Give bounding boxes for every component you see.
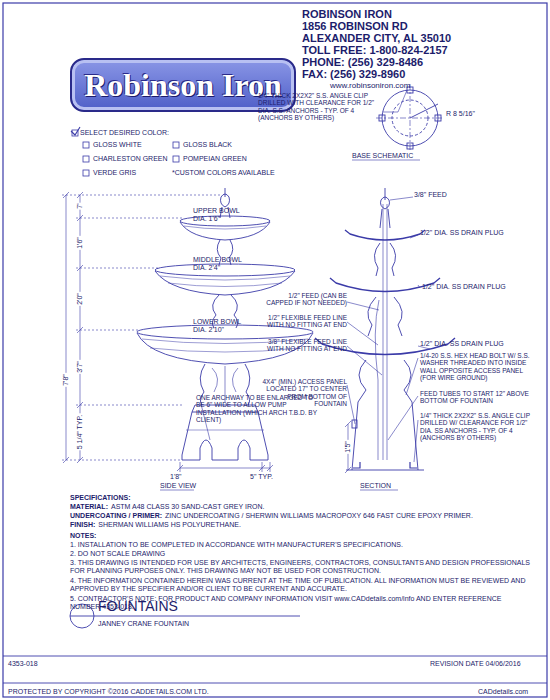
label-text: TOLL FREE: 1-800-824-2157 [302,44,448,57]
label-text: 5" TYP. [250,473,273,481]
label-text: PHONE: (256) 329-8486 [302,56,423,69]
label-text: GLOSS BLACK [183,141,232,149]
label-text: FAX: (256) 329-8960 [302,68,405,81]
label-text: R 8 5/16" [446,110,475,118]
label-text: 1/2" DIA. SS DRAIN PLUG [420,229,504,237]
label-text: SECTION [360,482,391,490]
label-text: 1/4-20 S.S. HEX HEAD BOLT W/ S.S. WASHER… [420,352,538,382]
label-text: 2. DO NOT SCALE DRAWING [70,550,530,558]
label-text: SHERMAN WILLIAMS HS POLYURETHANE. [98,521,241,529]
dimension-text: 7' [76,202,84,209]
label-text: VERDE GRIS [93,169,136,177]
label-text: 1. INSTALLATION TO BE COMPLETED IN ACCOR… [70,541,530,549]
label-text: SPECIFICATIONS: [70,494,131,502]
label-text: ROBINSON IRON [302,8,392,21]
label-text: 5. CONTRACTOR'S NOTE: FOR PRODUCT AND CO… [70,595,530,611]
label-text: ALEXANDER CITY, AL 35010 [302,32,451,45]
label-text: LOWER BOWL DIA. 2'10" [193,318,253,334]
label-text: 1856 ROBINSON RD [302,20,408,33]
label-text: FEED TUBES TO START 12" ABOVE BOTTOM OF … [420,390,538,405]
label-text: REVISION DATE 04/06/2016 [430,660,521,668]
label-text: www.robinsoniron.com [330,81,410,90]
label-text: 1/4" THICK 2X2X2" S.S. ANGLE CLIP DRILLE… [420,412,538,442]
dimension-text: 1'5" [344,440,352,454]
label-text: 1/4" THICK 2X2X2" S.S. ANGLE CLIP DRILLE… [258,92,383,122]
label-text: GLOSS WHITE [93,141,142,149]
label-text: SIDE VIEW [160,482,196,490]
label-text: FINISH: [70,521,95,529]
label-text: 1/2" FEED (CAN BE CAPPED IF NOT NEEDED) [262,292,347,307]
dimension-text: 1'6" [76,236,84,250]
logo-text: Robinson Iron [84,67,282,104]
label-text: UNDERCOATING / PRIMER: [70,512,162,520]
label-text: 3/8" FEED [414,191,447,199]
label-text: 4X4" (MIN.) ACCESS PANEL LOCATED 17" TO … [262,378,347,408]
label-text: ZINC UNDERCOATING / SHERWIN WILLIAMS MAC… [165,512,473,520]
label-text: 3. THIS DRAWING IS INTENDED FOR USE BY A… [70,559,530,575]
label-text: 1/2" DIA. SS DRAIN PLUG [420,340,504,348]
label-text: 1/2" FLEXIBLE FEED LINE WITH NO FITTING … [262,314,347,329]
label-text: *CUSTOM COLORS AVAILABLE [172,169,275,177]
label-text: 1/2" DIA. SS DRAIN PLUG [422,283,506,291]
label-text: ASTM A48 CLASS 30 SAND-CAST GREY IRON. [111,503,264,511]
label-text: CHARLESTON GREEN [93,155,168,163]
dimension-text: 5 1/4" TYP. [76,414,84,451]
dimension-text: 2'0" [76,292,84,306]
label-text: POMPEIAN GREEN [183,155,247,163]
label-text: MIDDLE BOWL DIA. 2'4" [193,256,253,272]
label-text: CADdetails.com [478,688,528,696]
dimension-text: 3'7" [76,360,84,374]
label-text: SELECT DESIRED COLOR: [80,129,169,137]
label-text: 4353-018 [8,660,38,668]
label-text: MATERIAL: [70,503,108,511]
label-text: NOTES: [70,532,96,540]
label-text: 4. THE INFORMATION CONTAINED HEREIN WAS … [70,577,530,593]
label-text: JANNEY CRANE FOUNTAIN [98,620,189,628]
dimension-text: 7'8" [62,373,70,387]
label-text: 3/8" FLEXIBLE FEED LINE WITH NO FITTING … [262,338,347,353]
label-text: PROTECTED BY COPYRIGHT ©2016 CADDETAILS.… [8,688,209,696]
label-text: BASE SCHEMATIC [352,152,413,160]
label-text: 1'8" [170,473,182,481]
label-text: UPPER BOWL DIA. 1'6" [193,207,253,223]
